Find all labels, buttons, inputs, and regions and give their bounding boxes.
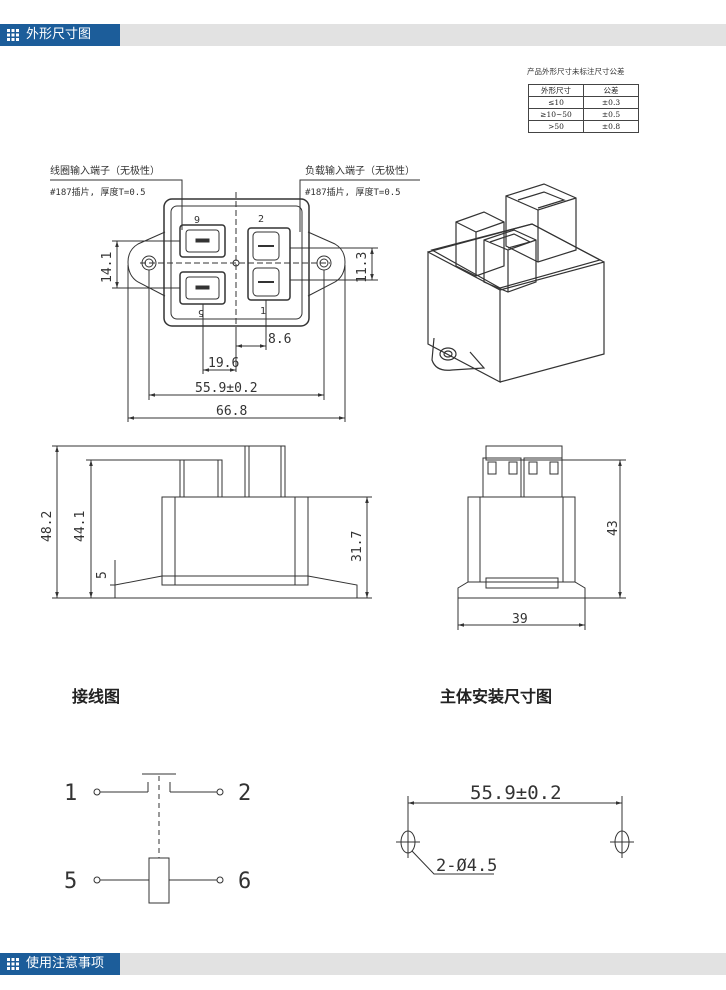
grid-icon (7, 958, 19, 970)
dim-14-1: 14.1 (100, 252, 115, 283)
grid-icon (7, 29, 19, 41)
pin-label: 2 (258, 214, 264, 225)
side-view (52, 445, 372, 599)
wiring-title: 接线图 (72, 687, 121, 706)
top-view (50, 179, 420, 422)
dim-8-6: 8.6 (268, 332, 291, 347)
wiring-diagram (93, 773, 224, 904)
dim-31-7: 31.7 (350, 531, 365, 562)
dim-66-8: 66.8 (216, 404, 247, 419)
load-terminal-spec: #187插片, 厚度T=0.5 (305, 186, 401, 198)
section-bar-outline: 外形尺寸图 (0, 24, 726, 46)
dim-19-6: 19.6 (208, 356, 239, 371)
mounting-diagram (396, 796, 634, 875)
coil-terminal-label: 线圈输入端子（无极性） (50, 164, 160, 177)
dim-11-3: 11.3 (355, 252, 370, 283)
section-title-outline: 外形尺寸图 (26, 27, 92, 42)
mount-hole: 2-Ø4.5 (436, 856, 497, 876)
table-row: ≤10 ±0.3 (528, 96, 639, 109)
dim-43: 43 (606, 520, 621, 536)
tolerance-caption: 产品外形尺寸未标注尺寸公差 (527, 67, 625, 76)
pin-label: 1 (260, 306, 266, 317)
coil-terminal-spec: #187插片, 厚度T=0.5 (50, 186, 146, 198)
dim-48-2: 48.2 (40, 511, 55, 542)
dim-39: 39 (512, 612, 528, 627)
isometric-view (427, 183, 605, 383)
wiring-pin: 1 (64, 781, 77, 806)
pin-label: 5 (198, 307, 204, 318)
mount-spacing: 55.9±0.2 (470, 782, 562, 804)
section-tag-outline: 外形尺寸图 (0, 24, 120, 46)
section-title-notes: 使用注意事项 (26, 956, 105, 971)
dim-44-1: 44.1 (73, 511, 88, 542)
table-cell: ±0.8 (583, 120, 639, 133)
wiring-pin: 2 (238, 781, 251, 806)
section-tag-notes: 使用注意事项 (0, 953, 120, 975)
wiring-pin: 5 (64, 869, 77, 894)
section-bar-notes: 使用注意事项 (0, 953, 726, 975)
table-row: >50 ±0.8 (528, 120, 639, 133)
dim-55-9: 55.9±0.2 (195, 381, 258, 396)
end-view (457, 445, 626, 630)
mounting-title: 主体安装尺寸图 (440, 687, 553, 706)
table-row: ≥10~50 ±0.5 (528, 108, 639, 121)
load-terminal-label: 负载输入端子（无极性） (305, 164, 415, 177)
dim-5: 5 (95, 571, 110, 579)
tolerance-table: 外形尺寸 公差 ≤10 ±0.3 ≥10~50 ±0.5 >50 ±0.8 (528, 84, 639, 133)
wiring-pin: 6 (238, 869, 251, 894)
pin-label: 6 (194, 213, 200, 224)
